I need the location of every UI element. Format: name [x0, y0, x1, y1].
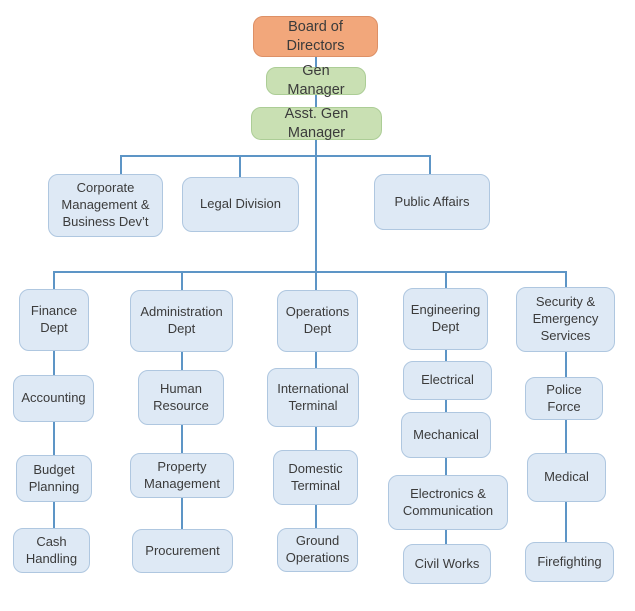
node-firefighting: Firefighting: [525, 542, 614, 582]
node-international-terminal: International Terminal: [267, 368, 359, 427]
node-legal-division: Legal Division: [182, 177, 299, 232]
node-public-affairs: Public Affairs: [374, 174, 490, 230]
node-finance-dept: Finance Dept: [19, 289, 89, 351]
node-electronics-communication: Electronics & Communication: [388, 475, 508, 530]
node-security-emergency-services: Security & Emergency Services: [516, 287, 615, 352]
node-corporate-management: Corporate Management & Business Dev’t: [48, 174, 163, 237]
node-budget-planning: Budget Planning: [16, 455, 92, 502]
node-civil-works: Civil Works: [403, 544, 491, 584]
node-asst-gen-manager: Asst. Gen Manager: [251, 106, 382, 141]
node-administration-dept: Administration Dept: [130, 290, 233, 352]
node-medical: Medical: [527, 453, 606, 502]
node-domestic-terminal: Domestic Terminal: [273, 450, 358, 505]
node-accounting: Accounting: [13, 375, 94, 422]
node-mechanical: Mechanical: [401, 412, 491, 458]
node-electrical: Electrical: [403, 361, 492, 400]
node-cash-handling: Cash Handling: [13, 528, 90, 573]
node-procurement: Procurement: [132, 529, 233, 573]
node-property-management: Property Management: [130, 453, 234, 498]
node-engineering-dept: Engineering Dept: [403, 288, 488, 350]
node-police-force: Police Force: [525, 377, 603, 420]
node-operations-dept: Operations Dept: [277, 290, 358, 352]
node-ground-operations: Ground Operations: [277, 528, 358, 572]
node-board-of-directors: Board of Directors: [253, 16, 378, 57]
node-human-resource: Human Resource: [138, 370, 224, 425]
node-gen-manager: Gen Manager: [266, 63, 366, 98]
